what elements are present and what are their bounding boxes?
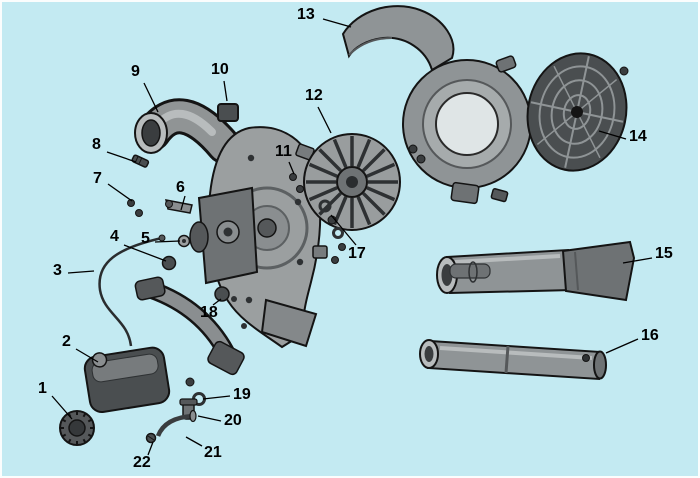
part-2-fuel-tank	[83, 346, 171, 414]
leader-line-11	[288, 161, 295, 175]
callout-2: 2	[62, 333, 71, 350]
part-22-bolt	[145, 432, 157, 444]
part-14-screw	[619, 66, 629, 76]
part-main-blower-housing	[189, 126, 328, 349]
callout-10: 10	[211, 61, 229, 78]
leader-line-5	[154, 240, 181, 243]
part-21-curved-pipe	[155, 409, 197, 437]
callout-8: 8	[92, 136, 101, 153]
leader-line-10	[223, 80, 228, 102]
leader-line-15	[622, 257, 653, 264]
leader-line-8	[106, 151, 137, 163]
leader-line-3	[67, 270, 95, 274]
leader-line-21	[185, 436, 203, 447]
leader-line-14	[598, 130, 627, 140]
leader-line-18	[212, 298, 222, 306]
callout-15: 15	[655, 245, 673, 262]
leader-line-12	[317, 106, 332, 134]
callout-19: 19	[233, 386, 251, 403]
leader-line-7	[107, 183, 133, 202]
leader-line-16	[605, 338, 639, 354]
leader-line-9	[143, 82, 159, 113]
part-14-fan-guard-grille	[526, 52, 628, 172]
callout-7: 7	[93, 170, 102, 187]
callout-22: 22	[133, 454, 151, 471]
part-5-washer	[177, 234, 191, 248]
callout-1: 1	[38, 380, 47, 397]
part-16-blower-tube-straight	[419, 339, 607, 381]
leader-line-20	[197, 415, 222, 422]
callout-11: 11	[275, 143, 292, 160]
part-1-fuel-cap	[59, 410, 95, 446]
part-12-fan-impeller	[303, 133, 401, 231]
callout-12: 12	[305, 87, 323, 104]
callout-17: 17	[348, 245, 366, 262]
callout-13: 13	[297, 6, 315, 23]
part-9-elbow-tube	[134, 98, 242, 164]
leader-line-19	[202, 395, 231, 400]
callout-5: 5	[141, 230, 150, 247]
leader-line-17	[330, 214, 357, 246]
callout-21: 21	[204, 444, 222, 461]
part-6-lever	[165, 199, 193, 214]
part-18-handle-assembly	[134, 276, 247, 376]
callout-16: 16	[641, 327, 659, 344]
leader-line-22	[147, 441, 154, 456]
callout-18: 18	[200, 304, 218, 321]
callout-4: 4	[110, 228, 119, 245]
part-11-bolts	[289, 173, 304, 193]
leader-line-4	[123, 244, 167, 262]
leader-line-1	[51, 395, 73, 420]
part-13-upper-housing-duct	[341, 5, 455, 72]
small-screw	[185, 377, 195, 387]
part-10-spacer-block	[217, 103, 239, 122]
callout-9: 9	[131, 63, 140, 80]
leader-line-6	[180, 195, 186, 211]
part-15-blower-tube-nozzle	[436, 240, 636, 302]
callout-6: 6	[176, 179, 185, 196]
leader-lines	[51, 18, 653, 456]
leader-line-2	[75, 348, 99, 363]
callout-3: 3	[53, 262, 62, 279]
callout-14: 14	[629, 128, 647, 145]
part-4-grommet	[161, 255, 177, 271]
callout-20: 20	[224, 412, 242, 429]
leader-line-13	[322, 18, 352, 28]
part-7-screws	[127, 199, 143, 217]
part-18-knob	[214, 286, 230, 302]
part-fan-housing-ring	[402, 55, 532, 205]
